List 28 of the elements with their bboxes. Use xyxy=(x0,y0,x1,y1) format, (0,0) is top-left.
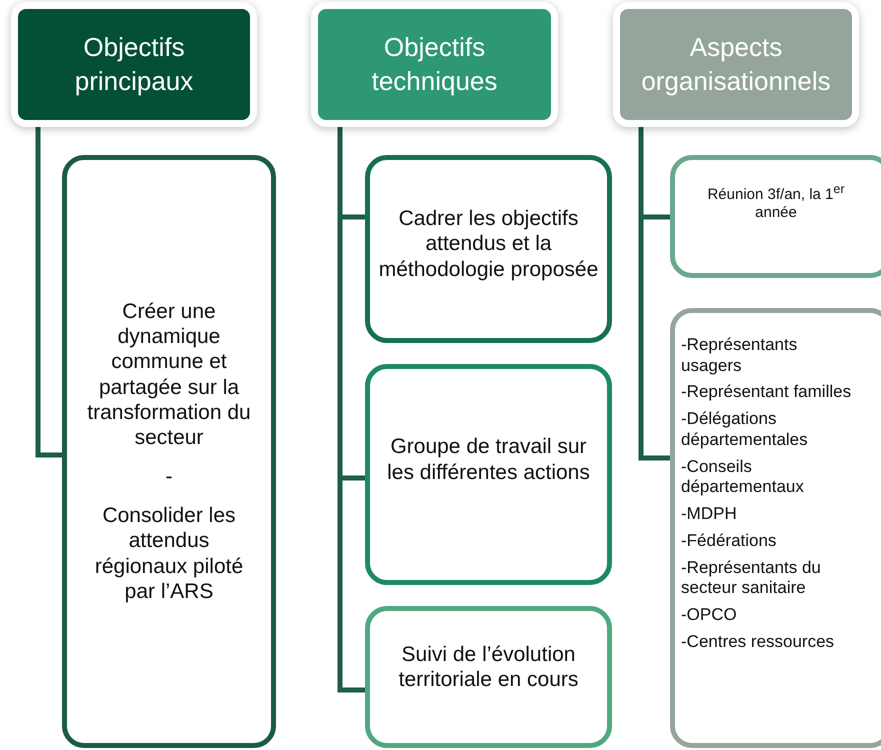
list-box xyxy=(670,308,881,748)
list-item: -OPCO xyxy=(681,605,737,626)
content-box xyxy=(365,606,612,748)
header-text: Aspects organisationnels xyxy=(640,30,832,98)
list-item: -MDPH xyxy=(681,504,737,525)
box-text: - xyxy=(166,464,172,490)
list-item: -Représentants usagers xyxy=(681,335,798,376)
list-item: -Représentant familles xyxy=(681,382,852,404)
list-item: -Fédérations xyxy=(681,530,776,552)
header-box xyxy=(318,9,551,120)
header-box xyxy=(620,9,852,120)
content-box xyxy=(670,155,881,278)
header-text: Objectifs techniques xyxy=(370,30,498,98)
content-box xyxy=(365,155,612,343)
box-text: Groupe de travail sur les différentes actions xyxy=(386,434,591,485)
box-text: Cadrer les objectifs attendus et la méthodologie proposée xyxy=(378,206,600,282)
box-text: Réunion 3f/an, la 1$^{er}$ année xyxy=(706,182,846,222)
box-text: Consolider les attendus régionaux piloté par l’ARS xyxy=(94,503,244,604)
header-box xyxy=(18,9,250,120)
list-item: -Centres ressources xyxy=(681,632,834,653)
list-item: -Conseils départementaux xyxy=(681,456,805,498)
box-text: Suivi de l’évolution territoriale en cours xyxy=(398,642,580,692)
list-item: -Représentants du secteur sanitaire xyxy=(681,558,822,600)
box-text: Créer une dynamique commune et partagée sur la transformation du secteur xyxy=(86,298,252,450)
header-text: Objectifs principaux xyxy=(74,30,194,98)
list-item: -Délégations départementales xyxy=(681,409,809,451)
content-box xyxy=(365,364,612,585)
content-box xyxy=(62,155,276,748)
